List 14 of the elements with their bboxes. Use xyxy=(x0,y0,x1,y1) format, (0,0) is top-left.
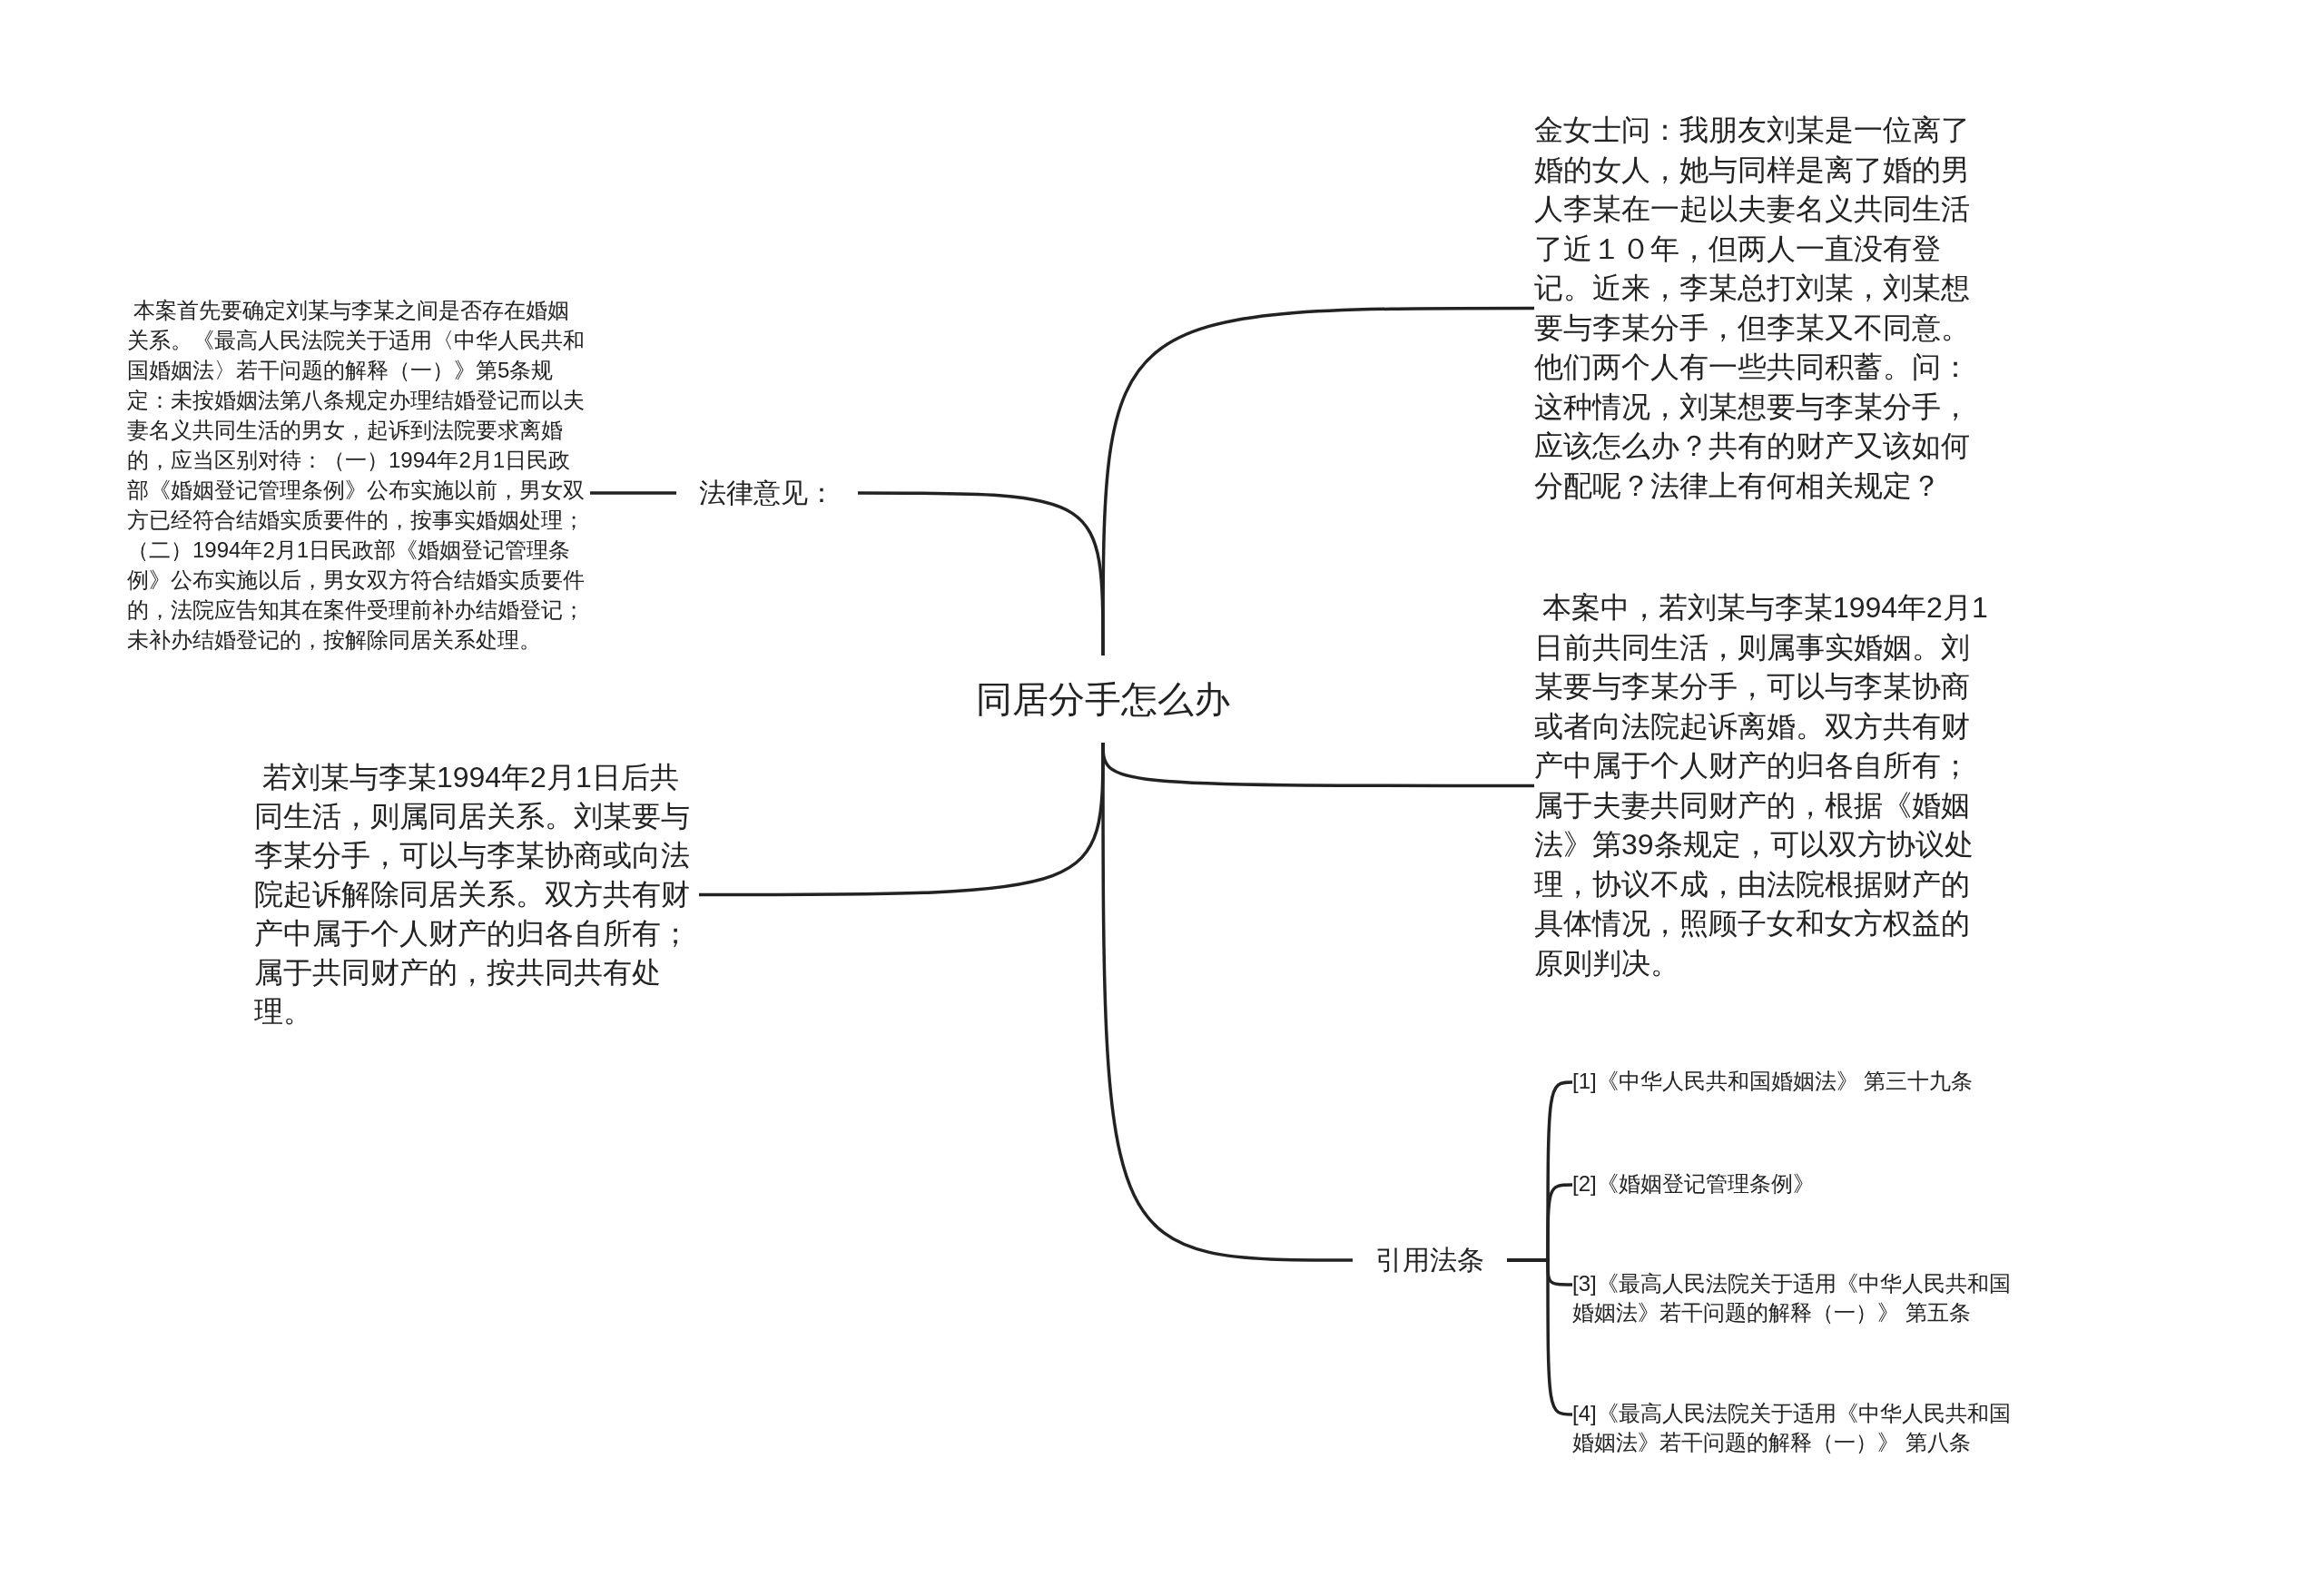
paragraph-text: 本案首先要确定刘某与李某之间是否存在婚姻关系。《最高人民法院关于适用〈中华人民共和国婚姻法〉若干问题的解释（一）》第5条规定：未按婚姻法第八条规定办理结婚登记而以夫妻名义共同生活的男女，起诉到法院要求离婚的，应当区别对待：（一）1994年2月1日民政部《婚姻登记管理条例》公布实施以前，男女双方已经符合结婚实质要件的，按事实婚姻处理；（二）1994年2月1日民政部《婚姻登记管理条例》公布实施以后，男女双方符合结婚实质要件的，法院应告知其在案件受理前补办结婚登记；未补办结婚登记的，按解除同居关系处理。 xyxy=(127,295,590,655)
paragraph-text: 若刘某与李某1994年2月1日后共同生活，则属同居关系。刘某要与李某分手，可以与李某协商或向法院起诉解除同居关系。双方共有财产中属于个人财产的归各自所有；属于共同财产的，按共同共有处理。 xyxy=(254,758,699,1031)
paragraph-text: 本案中，若刘某与李某1994年2月1日前共同生活，则属事实婚姻。刘某要与李某分手，可以与李某协商或者向法院起诉离婚。双方共有财产中属于个人财产的归各自所有；属于夫妻共同财产的，根据《婚姻法》第39条规定，可以双方协议处理，协议不成，由法院根据财产的具体情况，照顾子女和女方权益的原则判决。 xyxy=(1534,588,1988,983)
paragraph-text: 金女士问：我朋友刘某是一位离了婚的女人，她与同样是离了婚的男人李某在一起以夫妻名义共同生活了近１０年，但两人一直没有登记。近来，李某总打刘某，刘某想要与李某分手，但李某又不同意。他们两个人有一些共同积蓄。问：这种情况，刘某想要与李某分手，应该怎么办？共有的财产又该如何分配呢？法律上有何相关规定？ xyxy=(1534,111,1988,506)
central-topic: 同居分手怎么办 xyxy=(944,655,1262,743)
reference-text: [4]《最高人民法院关于适用《中华人民共和国婚姻法》若干问题的解释（一）》 第八条 xyxy=(1572,1399,2026,1457)
reference-text: [3]《最高人民法院关于适用《中华人民共和国婚姻法》若干问题的解释（一）》 第五条 xyxy=(1572,1269,2026,1327)
connector-line xyxy=(590,491,676,495)
branch-label: 法律意见： xyxy=(676,468,858,518)
reference-text: [1]《中华人民共和国婚姻法》 第三十九条 xyxy=(1572,1067,2081,1096)
connector-line xyxy=(858,491,1105,655)
connector-line xyxy=(1101,743,1353,1262)
branch-label: 引用法条 xyxy=(1353,1235,1507,1286)
reference-text: [2]《婚姻登记管理条例》 xyxy=(1572,1169,2081,1198)
